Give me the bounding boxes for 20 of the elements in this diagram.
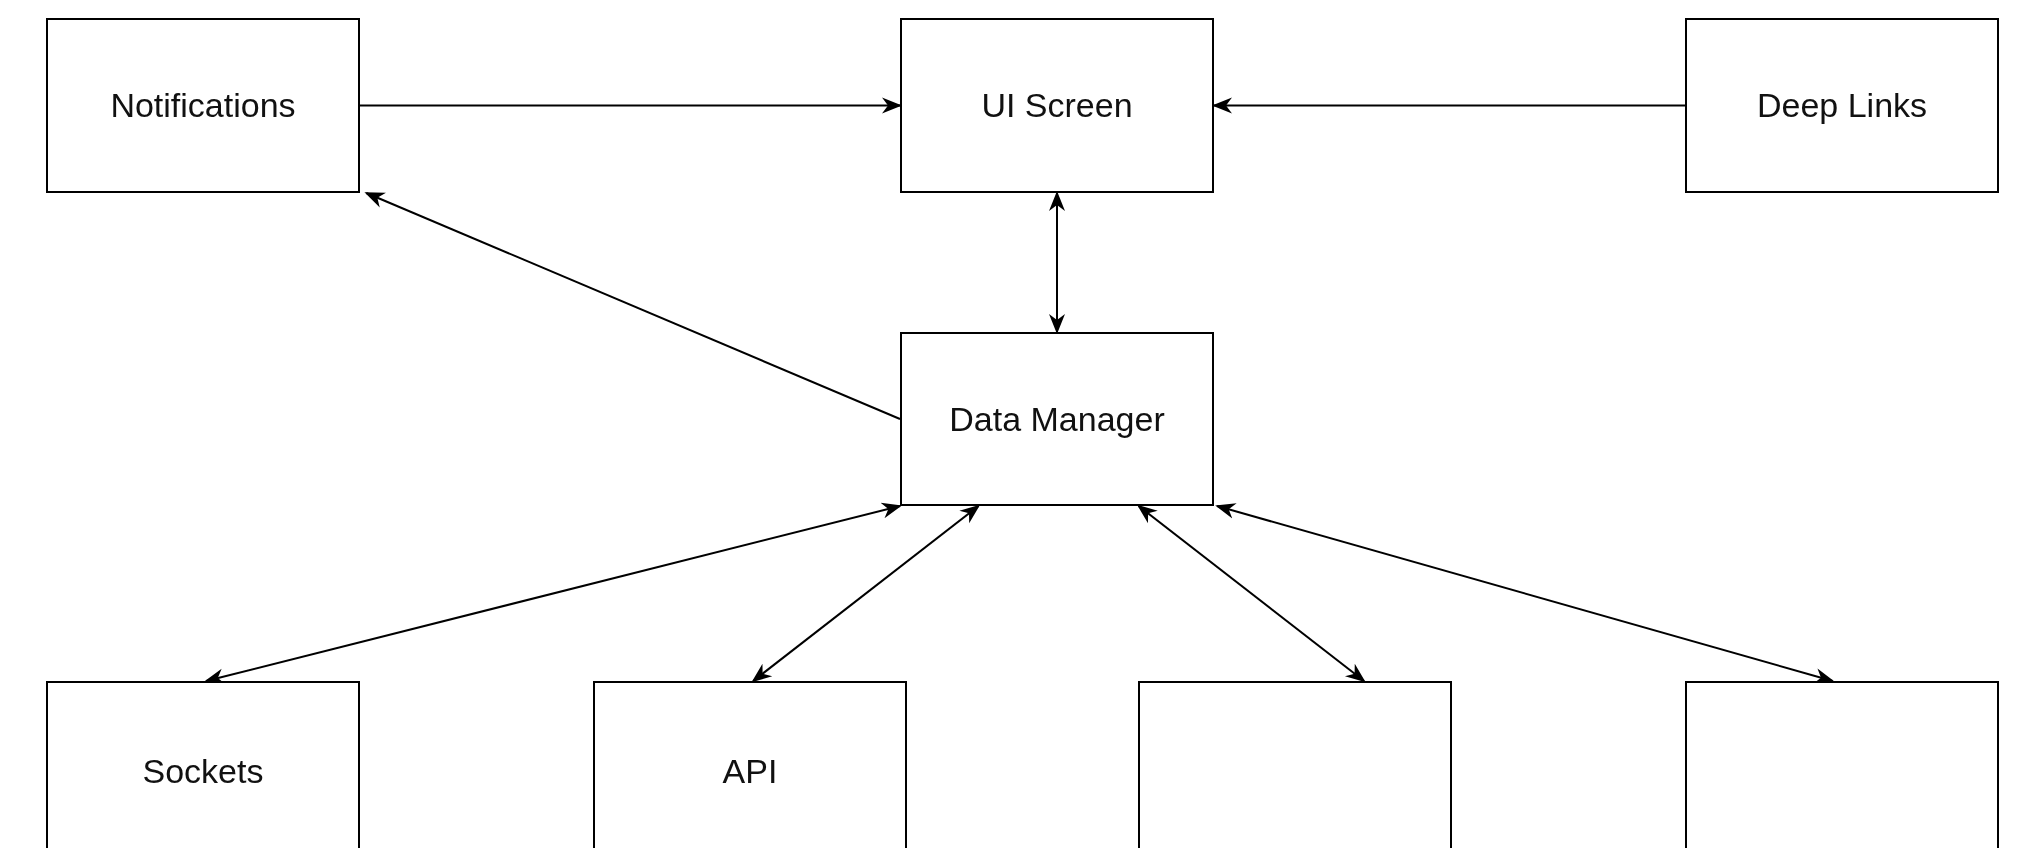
- arrow: [751, 504, 981, 683]
- box-label: Deep Links: [1756, 85, 1928, 126]
- box-label: Notifications: [110, 85, 296, 126]
- process-box: [900, 332, 1214, 506]
- arrow: [364, 192, 901, 420]
- box-label: Sockets: [142, 750, 264, 792]
- process-box: [1685, 681, 1999, 848]
- arrow: [1137, 504, 1366, 683]
- process-box: [593, 681, 907, 848]
- arrow: [1049, 191, 1065, 334]
- arrow: [359, 97, 902, 114]
- box-label: Data Manager: [949, 398, 1165, 440]
- process-box: [46, 681, 360, 848]
- process-box: [900, 18, 1214, 193]
- process-box: [1685, 18, 1999, 193]
- box-label: UI Screen: [981, 85, 1133, 126]
- process-box: [1138, 681, 1452, 848]
- arrow: [1215, 503, 1835, 684]
- process-box: [46, 18, 360, 193]
- box-label: API: [722, 750, 778, 792]
